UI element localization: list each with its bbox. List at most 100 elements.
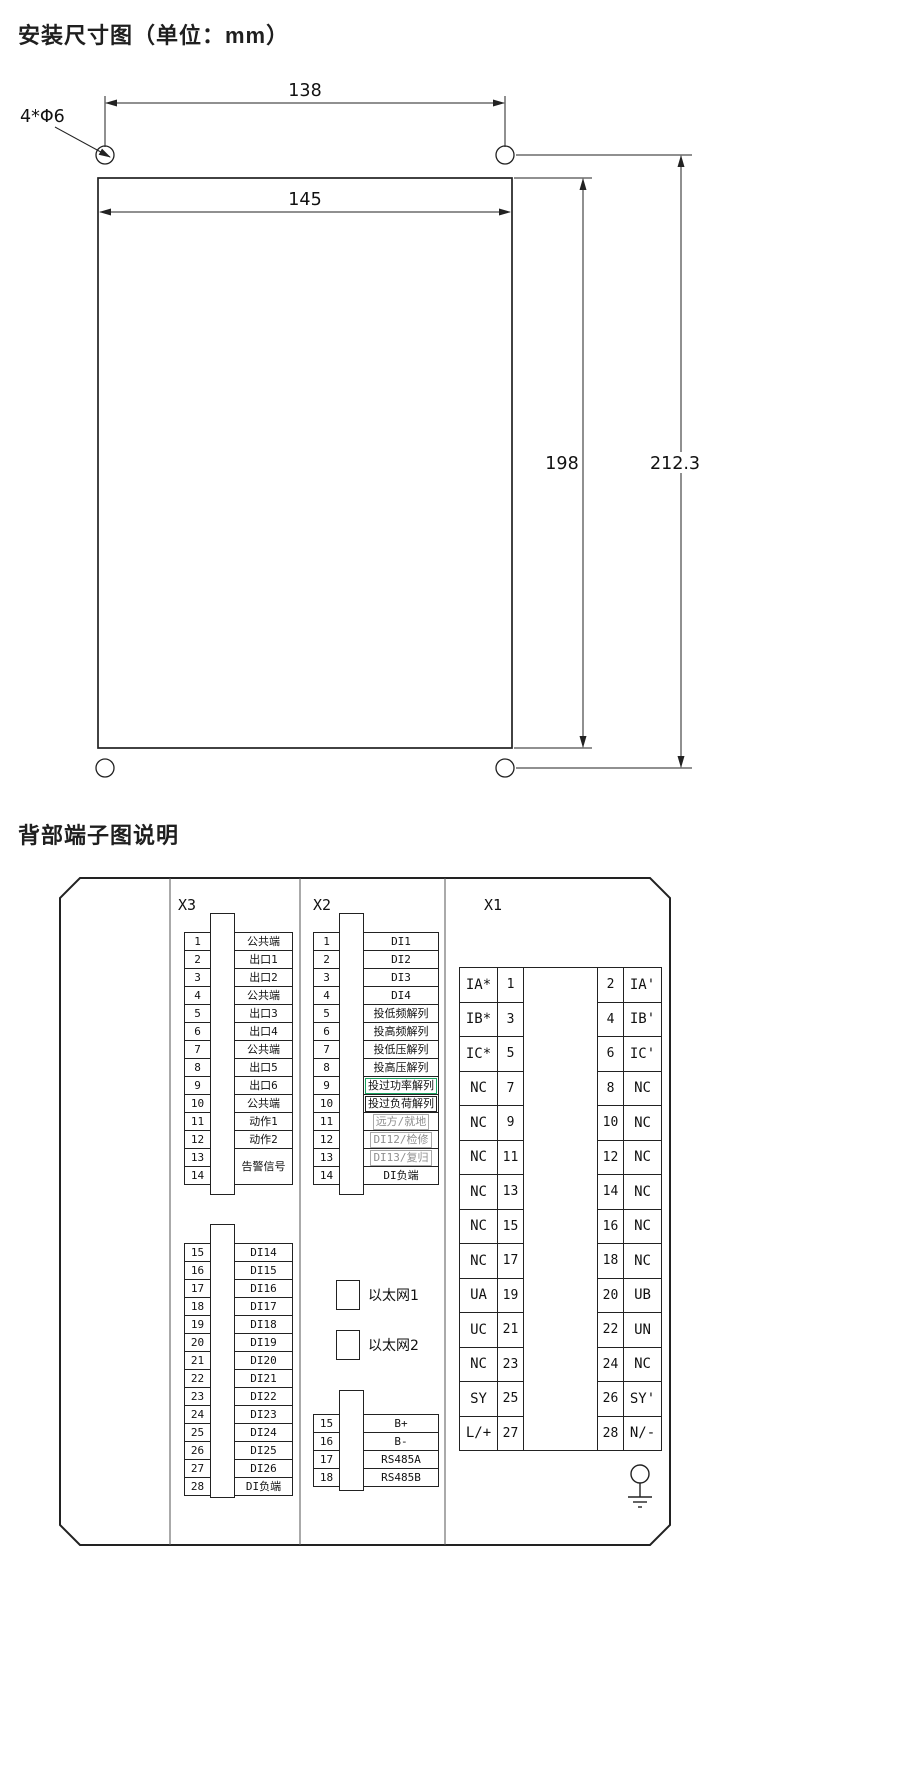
x1-rl-cell: NC [623,1346,662,1382]
x1-ll-cell: L/+ [459,1415,498,1451]
x1-ln-cell: 9 [497,1105,524,1141]
x1-rn-cell: 6 [597,1036,624,1072]
x1-rl-cell: IA' [623,967,662,1003]
x1-ll-cell: IC* [459,1036,498,1072]
terminal-cell: 公共端 [234,932,293,951]
x1-rl-cell: IB' [623,1001,662,1037]
terminal-number: 4 [313,986,340,1005]
terminal-label: DI20 [250,1353,277,1367]
terminal-cell: DI20 [234,1351,293,1370]
terminal-cell: 公共端 [234,1040,293,1059]
terminal-cell: DI4 [363,986,439,1005]
x2-lower-connector [339,1390,364,1491]
terminal-cell: 动作2 [234,1130,293,1149]
terminal-cell: DI17 [234,1297,293,1316]
terminal-cell: 出口1 [234,950,293,969]
terminal-label: 出口2 [249,970,278,984]
terminal-label: DI3 [391,970,411,984]
terminal-number: 9 [184,1076,211,1095]
terminal-cell: 投过功率解列 [363,1076,439,1095]
terminal-label: 动作2 [249,1132,278,1146]
terminal-number: 10 [184,1094,211,1113]
terminal-label: 投低频解列 [373,1006,429,1020]
dimension-diagram: 4*Φ6 138 145 198 212.3 [20,81,705,778]
terminal-cell: DI3 [363,968,439,987]
terminal-cell: DI14 [234,1243,293,1262]
x1-rl-cell: NC [623,1243,662,1279]
terminal-number: 20 [184,1333,211,1352]
terminal-number: 12 [184,1130,211,1149]
x3-upper-connector [210,913,235,1195]
x1-ll-cell: IB* [459,1001,498,1037]
x1-ll-cell: NC [459,1243,498,1279]
x1-ll-cell: SY [459,1381,498,1417]
x1-ln-cell: 13 [497,1174,524,1210]
terminal-number: 22 [184,1369,211,1388]
terminal-cell: 公共端 [234,1094,293,1113]
terminal-cell: DI负端 [234,1477,293,1496]
mounting-hole-top-right [495,145,515,165]
x1-rn-cell: 8 [597,1070,624,1106]
ethernet-label-2: 以太网2 [368,1338,419,1354]
terminal-label: DI14 [250,1245,277,1259]
section-title-terminals: 背部端子图说明 [18,823,180,848]
terminal-cell: 远方/就地 [363,1112,439,1131]
terminal-number: 6 [313,1022,340,1041]
terminal-number: 17 [313,1450,340,1469]
terminal-number: 3 [313,968,340,987]
x1-rn-cell: 14 [597,1174,624,1210]
x1-ln-cell: 3 [497,1001,524,1037]
terminal-label: 出口4 [249,1024,278,1038]
terminal-number: 19 [184,1315,211,1334]
x2-label: X2 [313,896,332,914]
terminal-number: 1 [184,932,211,951]
terminal-number: 8 [184,1058,211,1077]
x1-ln-cell: 21 [497,1312,524,1348]
terminal-cell: 公共端 [234,986,293,1005]
terminal-cell: 告警信号 [234,1148,293,1185]
dim-value-138: 138 [288,81,321,101]
terminal-label: 动作1 [249,1114,278,1128]
terminal-cell: 投低频解列 [363,1004,439,1023]
terminal-cell: DI22 [234,1387,293,1406]
mounting-hole-top-left [95,145,115,165]
x1-ll-cell: UA [459,1277,498,1313]
x2-upper-connector [339,913,364,1195]
terminal-cell: DI16 [234,1279,293,1298]
x1-rl-cell: NC [623,1208,662,1244]
terminal-cell: B+ [363,1414,439,1433]
x1-rn-cell: 12 [597,1139,624,1175]
terminal-cell: DI2 [363,950,439,969]
panel-outline [59,877,671,1546]
terminal-number: 23 [184,1387,211,1406]
terminal-cell: 出口5 [234,1058,293,1077]
terminal-cell: DI13/复归 [363,1148,439,1167]
terminal-number: 7 [184,1040,211,1059]
terminal-label: 投高频解列 [373,1024,429,1038]
x1-rl-cell: NC [623,1174,662,1210]
dim-value-145: 145 [288,190,321,210]
terminal-cell: DI1 [363,932,439,951]
terminal-number: 12 [313,1130,340,1149]
terminal-label: B+ [394,1416,408,1430]
terminal-number: 11 [184,1112,211,1131]
x3-label: X3 [178,896,197,914]
x1-label: X1 [484,896,503,914]
terminal-label: 公共端 [247,1096,280,1110]
x1-rl-cell: UB [623,1277,662,1313]
terminal-number: 16 [184,1261,211,1280]
x3-lower-connector [210,1224,235,1498]
terminal-number: 8 [313,1058,340,1077]
terminal-number: 28 [184,1477,211,1496]
section-title-dimensions: 安装尺寸图（单位：mm） [18,23,290,48]
hole-note: 4*Φ6 [20,107,65,127]
terminal-cell: RS485A [363,1450,439,1469]
x1-ll-cell: IA* [459,967,498,1003]
terminal-label: 出口6 [249,1078,278,1092]
terminal-label: DI15 [250,1263,277,1277]
